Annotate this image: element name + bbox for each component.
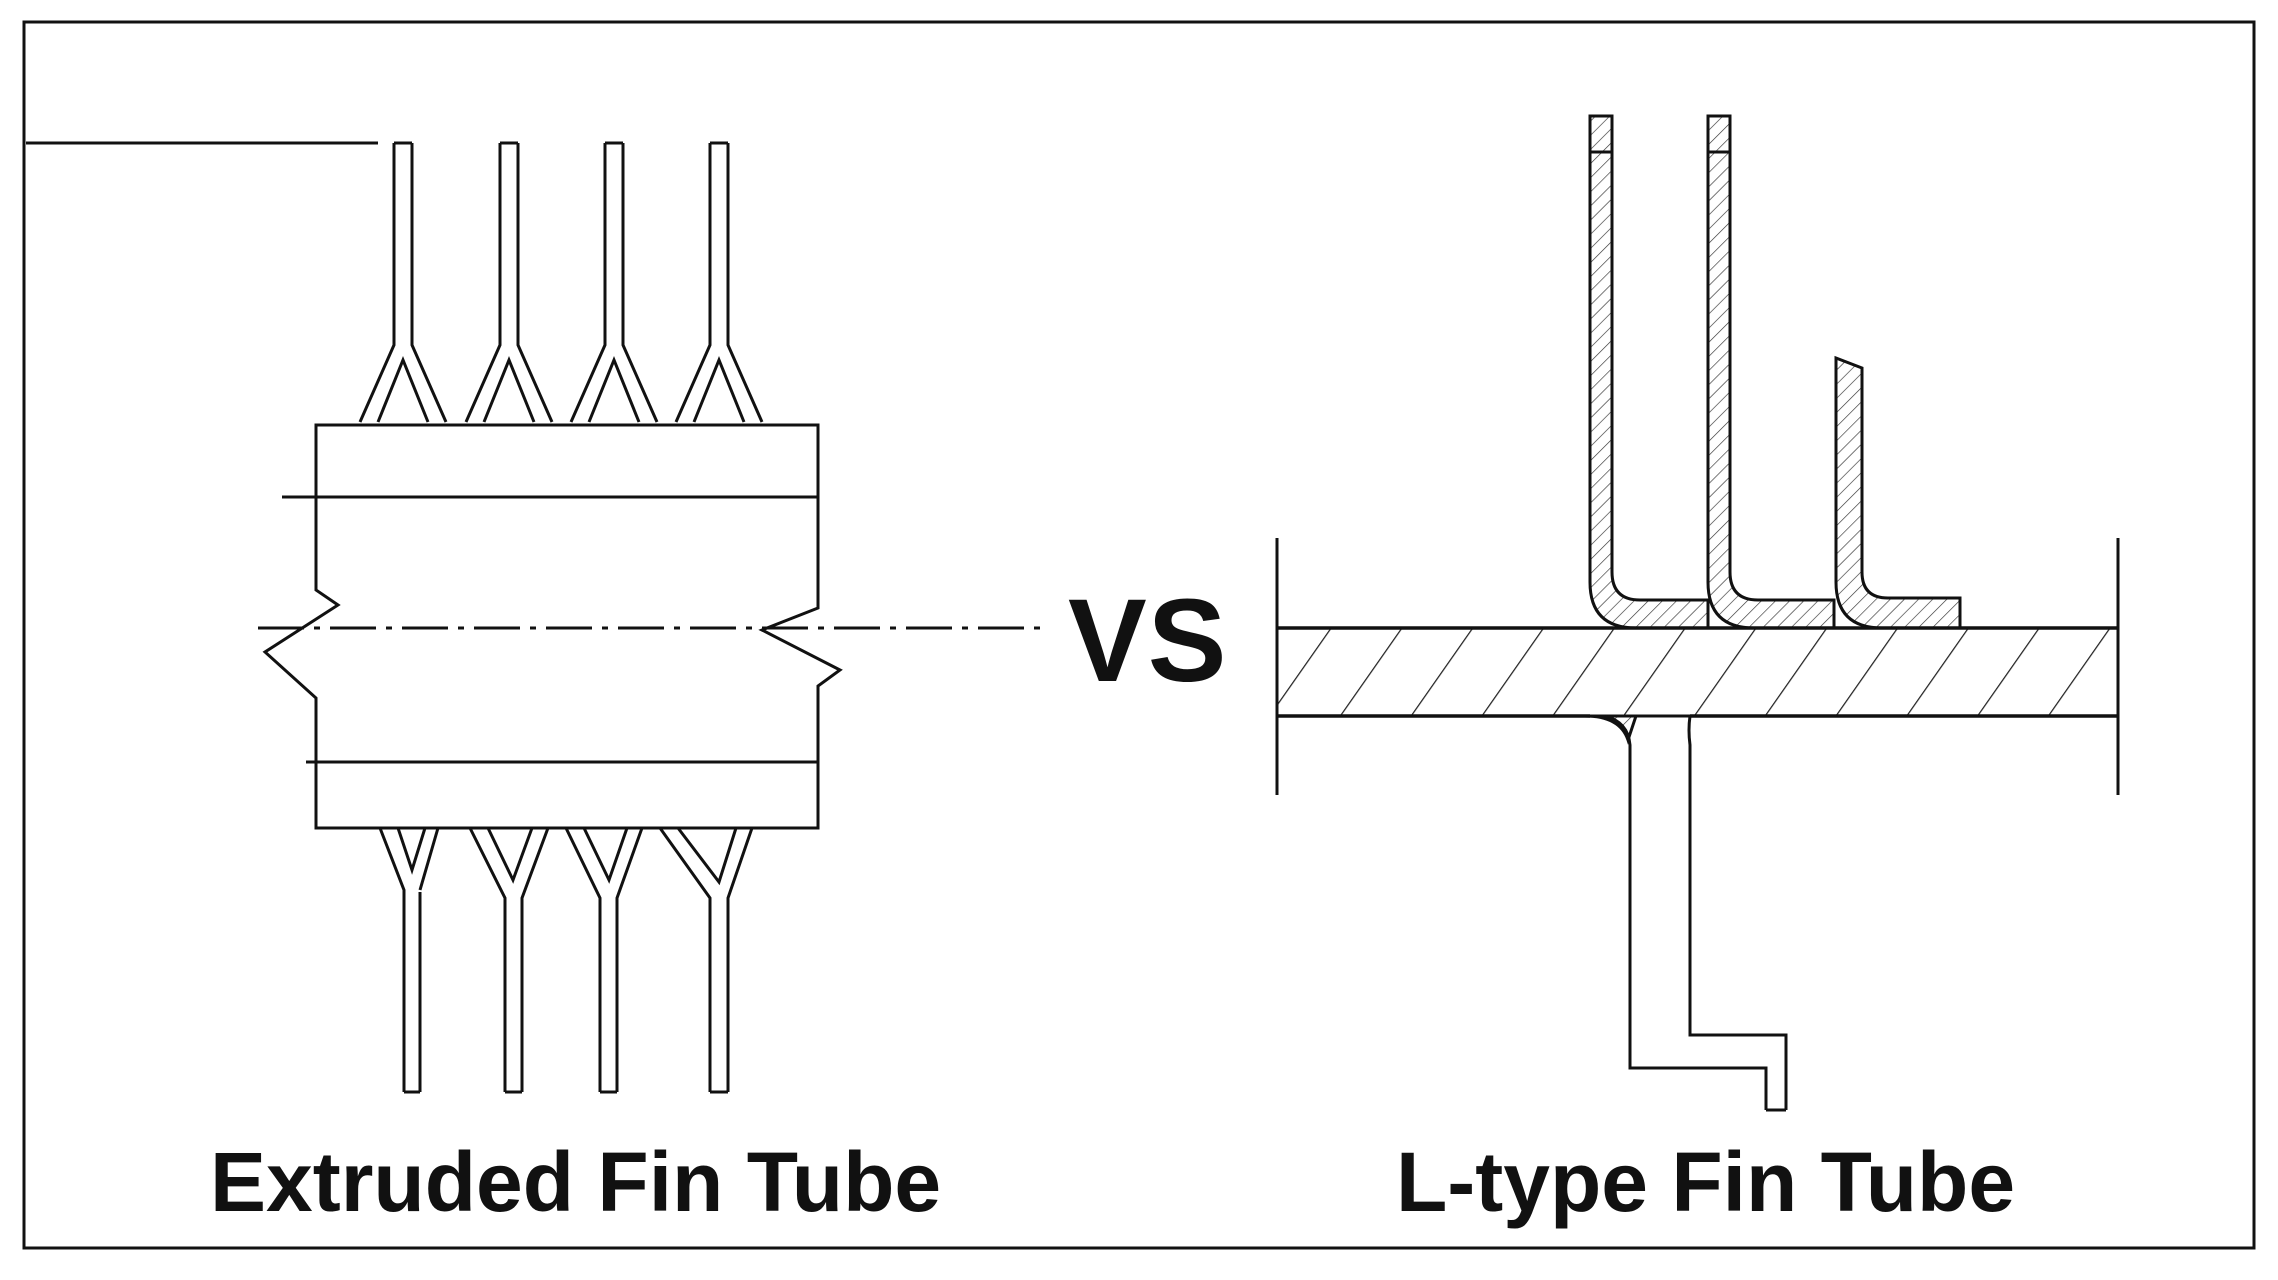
upper-fin [674,143,764,423]
lower-fin [564,827,644,1092]
extruded-fin-tube-drawing [26,141,1040,1094]
lower-fin [378,827,440,1092]
lower-fin [658,827,754,1092]
l-type-fin-tube-drawing [1275,114,2120,1112]
l-fin [1706,114,1836,630]
upper-fins [358,141,764,423]
vs-label: VS [1068,575,1228,707]
l-fin [1588,114,1710,630]
outer-frame [22,20,2256,1250]
upper-fin [358,143,448,423]
lower-fin [468,827,550,1092]
upper-fin [569,143,659,423]
upper-fin [464,143,554,423]
lower-stem [1604,714,1768,1110]
tube-wall-section [1275,626,2120,718]
tube-body [262,423,843,830]
l-type-fin-tube-label: L-type Fin Tube [1396,1135,2016,1229]
extruded-fin-tube-label: Extruded Fin Tube [210,1135,942,1229]
l-fin [1834,355,1962,630]
lower-fins [378,827,754,1094]
